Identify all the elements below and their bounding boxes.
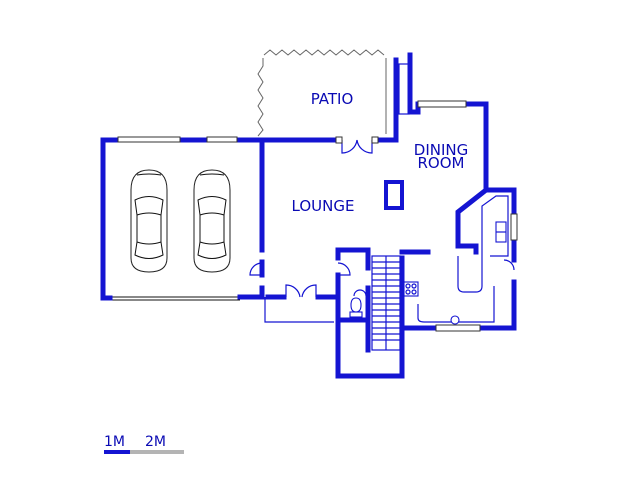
scale-label-2m: 2M [145,434,166,450]
kitchen-sink-icon [450,315,460,325]
room-label-patio: PATIO [311,90,354,108]
room-label-dining-line1: DINING [414,141,468,159]
patio-doors [335,136,379,154]
fireplace-icon [384,180,404,210]
garage-window-left [117,136,181,143]
staircase [371,255,401,351]
garage-door-swing [249,262,263,276]
lounge-walls [240,115,431,323]
kitchen-window [435,324,481,332]
room-label-dining-line2: ROOM [418,154,465,172]
car-right [193,169,231,273]
car-left [130,169,168,273]
scale-label-1m: 1M [104,434,125,450]
stove-icon [403,281,419,297]
toilet-icon [350,297,362,313]
patio-outline [257,49,387,137]
scale-bar: 1M 2M [104,434,184,454]
lower-walls [335,285,405,379]
room-label-lounge: LOUNGE [292,197,355,215]
kitchen-counters [403,186,515,325]
entrance-doors [285,284,317,298]
garage-window-right [206,136,238,143]
dining-window [417,100,467,108]
guest-toilet [337,262,367,318]
garage [100,136,265,301]
kitchen-side-window [510,213,518,241]
